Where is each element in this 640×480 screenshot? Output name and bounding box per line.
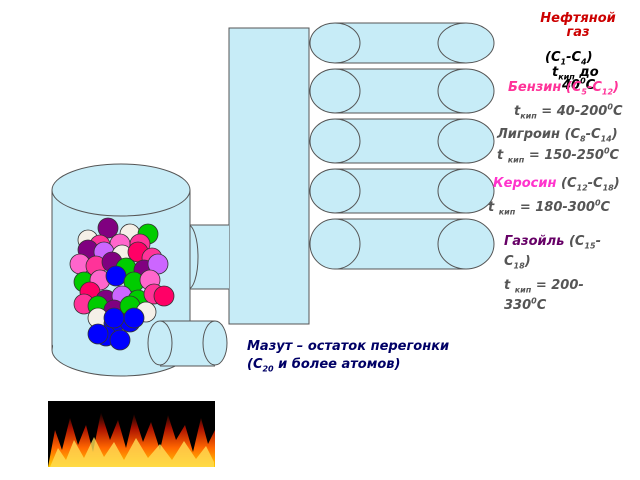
molecule [97, 217, 119, 239]
molecule [105, 265, 127, 287]
ligroin-label: Лигроин (C8-C14) [497, 127, 618, 144]
condenser-tube-gasoline [309, 68, 495, 114]
condenser-tube-ligroin [309, 118, 495, 164]
mazut-pipe [147, 320, 228, 367]
gas-boiling-point: tкип до 400C [552, 65, 599, 93]
condenser-tube-kerosene [309, 168, 495, 214]
gas-formula: (C1-C4) [545, 50, 593, 67]
kerosene-label: Керосин (C12-C18) [493, 176, 620, 193]
gasoil-boiling-point: t кип = 200- 3300C [504, 278, 584, 313]
gas-name: Нефтяной газ [540, 11, 616, 40]
ligroin-boiling-point: t кип = 150-2500C [497, 146, 620, 165]
molecule [109, 329, 131, 351]
molecule [153, 285, 175, 307]
condenser-tube-gasoil [309, 218, 495, 270]
molecule [103, 307, 125, 329]
gasoline-label: Бензин (C5-C12) [508, 80, 619, 97]
distillation-column [228, 27, 310, 325]
molecules [69, 217, 175, 351]
gasoil-label: Газойль (C15- C18) [504, 234, 601, 271]
condenser-tube-gas [309, 22, 495, 64]
molecule [123, 307, 145, 329]
mazut-label: Мазут – остаток перегонки (С20 и более а… [247, 339, 450, 374]
gasoline-boiling-point: tкип = 40-2000C [514, 102, 623, 121]
fire-image [48, 401, 215, 467]
kerosene-boiling-point: t кип = 180-3000C [488, 198, 611, 217]
molecule [87, 323, 109, 345]
